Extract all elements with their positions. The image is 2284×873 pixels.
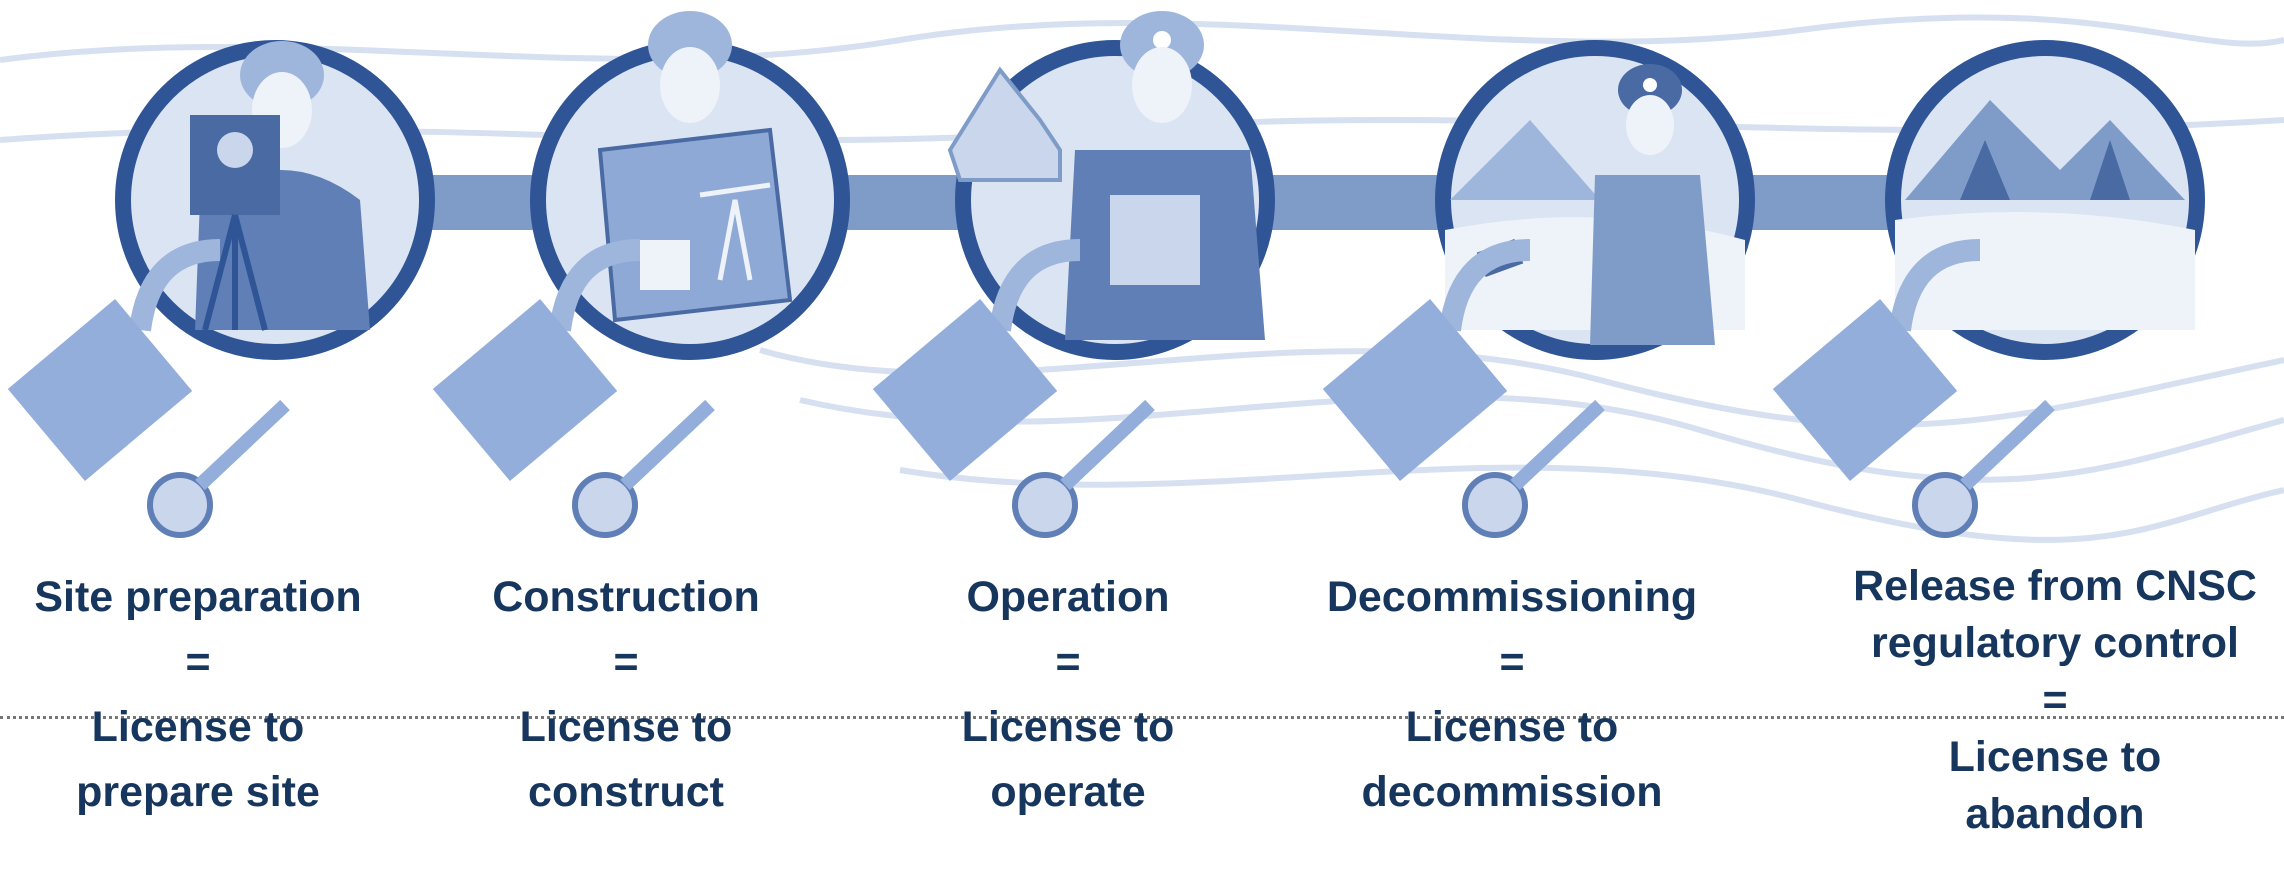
- license-line-2: construct: [528, 768, 724, 816]
- stage-release-from-cnsc: Release from CNSC regulatory control = L…: [1835, 558, 2275, 843]
- license-line-1: License to: [1948, 733, 2162, 781]
- equals-sign: =: [2042, 676, 2068, 724]
- equals-sign: =: [185, 638, 211, 686]
- stage-decommissioning: Decommissioning = License to decommissio…: [1297, 565, 1727, 825]
- stage-4-illustration: [1322, 40, 1755, 538]
- padlock-icon: [432, 239, 641, 481]
- license-line-2: decommission: [1361, 768, 1663, 816]
- operator-icon: [1065, 11, 1265, 340]
- stage-title: Site preparation: [34, 573, 362, 621]
- license-line-2: abandon: [1965, 790, 2145, 838]
- stage-construction: Construction = License to construct: [411, 565, 841, 825]
- stage-title-line-2: regulatory control: [1871, 619, 2239, 667]
- stage-site-preparation: Site preparation = License to prepare si…: [0, 565, 413, 825]
- stage-5-illustration: [1772, 40, 2205, 538]
- key-icon: [1012, 399, 1155, 538]
- equals-sign: =: [1055, 638, 1081, 686]
- equals-sign: =: [613, 638, 639, 686]
- key-icon: [147, 399, 290, 538]
- surveyor-icon: [190, 41, 370, 331]
- stage-1-illustration: [7, 40, 435, 538]
- padlock-icon: [872, 239, 1081, 481]
- dotted-divider: [0, 716, 2284, 719]
- excavator-icon: [947, 66, 1062, 182]
- padlock-icon: [1772, 239, 1981, 481]
- equals-sign: =: [1499, 638, 1525, 686]
- lifecycle-illustration: [0, 11, 2284, 543]
- license-line-2: prepare site: [76, 768, 320, 816]
- key-icon: [572, 399, 715, 538]
- license-line-1: License to: [961, 703, 1175, 751]
- key-icon: [1462, 399, 1605, 538]
- license-line-1: License to: [1405, 703, 1619, 751]
- padlock-icon: [1322, 239, 1531, 481]
- stage-operation: Operation = License to operate: [853, 565, 1283, 825]
- stage-title: Decommissioning: [1326, 573, 1698, 621]
- stage-title-line-1: Release from CNSC: [1853, 562, 2257, 610]
- stage-2-illustration: [432, 11, 850, 538]
- padlock-icon: [7, 239, 221, 481]
- license-line-1: License to: [91, 703, 305, 751]
- decommissioning-worker-icon: [1476, 64, 1715, 345]
- stage-title: Operation: [966, 573, 1170, 621]
- stage-title: Construction: [492, 573, 760, 621]
- license-line-2: operate: [990, 768, 1146, 816]
- stage-3-illustration: [872, 11, 1275, 538]
- blueprint-worker-icon: [597, 11, 793, 323]
- license-line-1: License to: [519, 703, 733, 751]
- mountain-icon: [1450, 120, 1600, 200]
- key-icon: [1912, 399, 2055, 538]
